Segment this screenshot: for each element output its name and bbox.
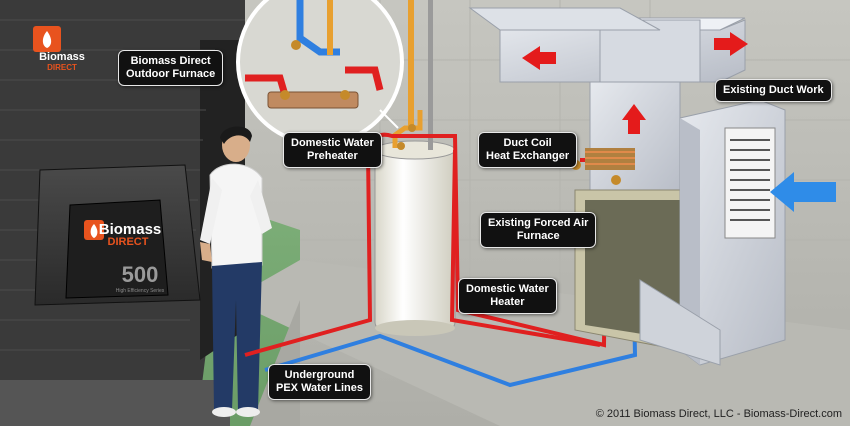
callout-line: Duct Coil xyxy=(486,137,569,150)
furnace-model-number: 500 xyxy=(122,262,159,287)
brass-valve-icon xyxy=(397,142,405,150)
preheater-detail-inset xyxy=(238,0,402,144)
brass-valve-icon xyxy=(340,90,350,100)
callout-line: PEX Water Lines xyxy=(276,382,363,395)
callout-existing-duct-work: Existing Duct Work xyxy=(715,79,832,102)
callout-line: Outdoor Furnace xyxy=(126,68,215,81)
callout-line: Existing Duct Work xyxy=(723,84,824,97)
callout-line: Existing Forced Air xyxy=(488,217,588,230)
gas-pipe xyxy=(408,0,414,130)
vent-pipe xyxy=(428,0,433,150)
callout-line: Biomass Direct xyxy=(126,55,215,68)
top-logo-line1: Biomass xyxy=(39,51,85,63)
callout-line: Furnace xyxy=(488,230,588,243)
copyright-notice: © 2011 Biomass Direct, LLC - Biomass-Dir… xyxy=(596,408,842,420)
brass-valve-icon xyxy=(280,90,290,100)
callout-domestic-water-preheater: Domestic Water Preheater xyxy=(283,132,382,168)
callout-line: Heater xyxy=(466,296,549,309)
callout-line: Preheater xyxy=(291,150,374,163)
callout-line: Heat Exchanger xyxy=(486,150,569,163)
furnace-model-subtitle: High Efficiency Series xyxy=(116,288,165,294)
callout-duct-coil-heat-exchanger: Duct Coil Heat Exchanger xyxy=(478,132,577,168)
callout-line: Domestic Water xyxy=(466,283,549,296)
callout-existing-forced-air-furnace: Existing Forced Air Furnace xyxy=(480,212,596,248)
callout-domestic-water-heater: Domestic Water Heater xyxy=(458,278,557,314)
top-logo-line2: DIRECT xyxy=(47,63,77,72)
door-logo-line2: DIRECT xyxy=(108,236,149,248)
callout-outdoor-furnace: Biomass Direct Outdoor Furnace xyxy=(118,50,223,86)
callout-line: Domestic Water xyxy=(291,137,374,150)
brass-valve-icon xyxy=(291,40,301,50)
callout-line: Underground xyxy=(276,369,363,382)
domestic-water-heater-tank xyxy=(375,141,455,336)
brass-valve-icon xyxy=(408,124,416,132)
callout-underground-pex: Underground PEX Water Lines xyxy=(268,364,371,400)
brass-valve-icon xyxy=(611,175,621,185)
